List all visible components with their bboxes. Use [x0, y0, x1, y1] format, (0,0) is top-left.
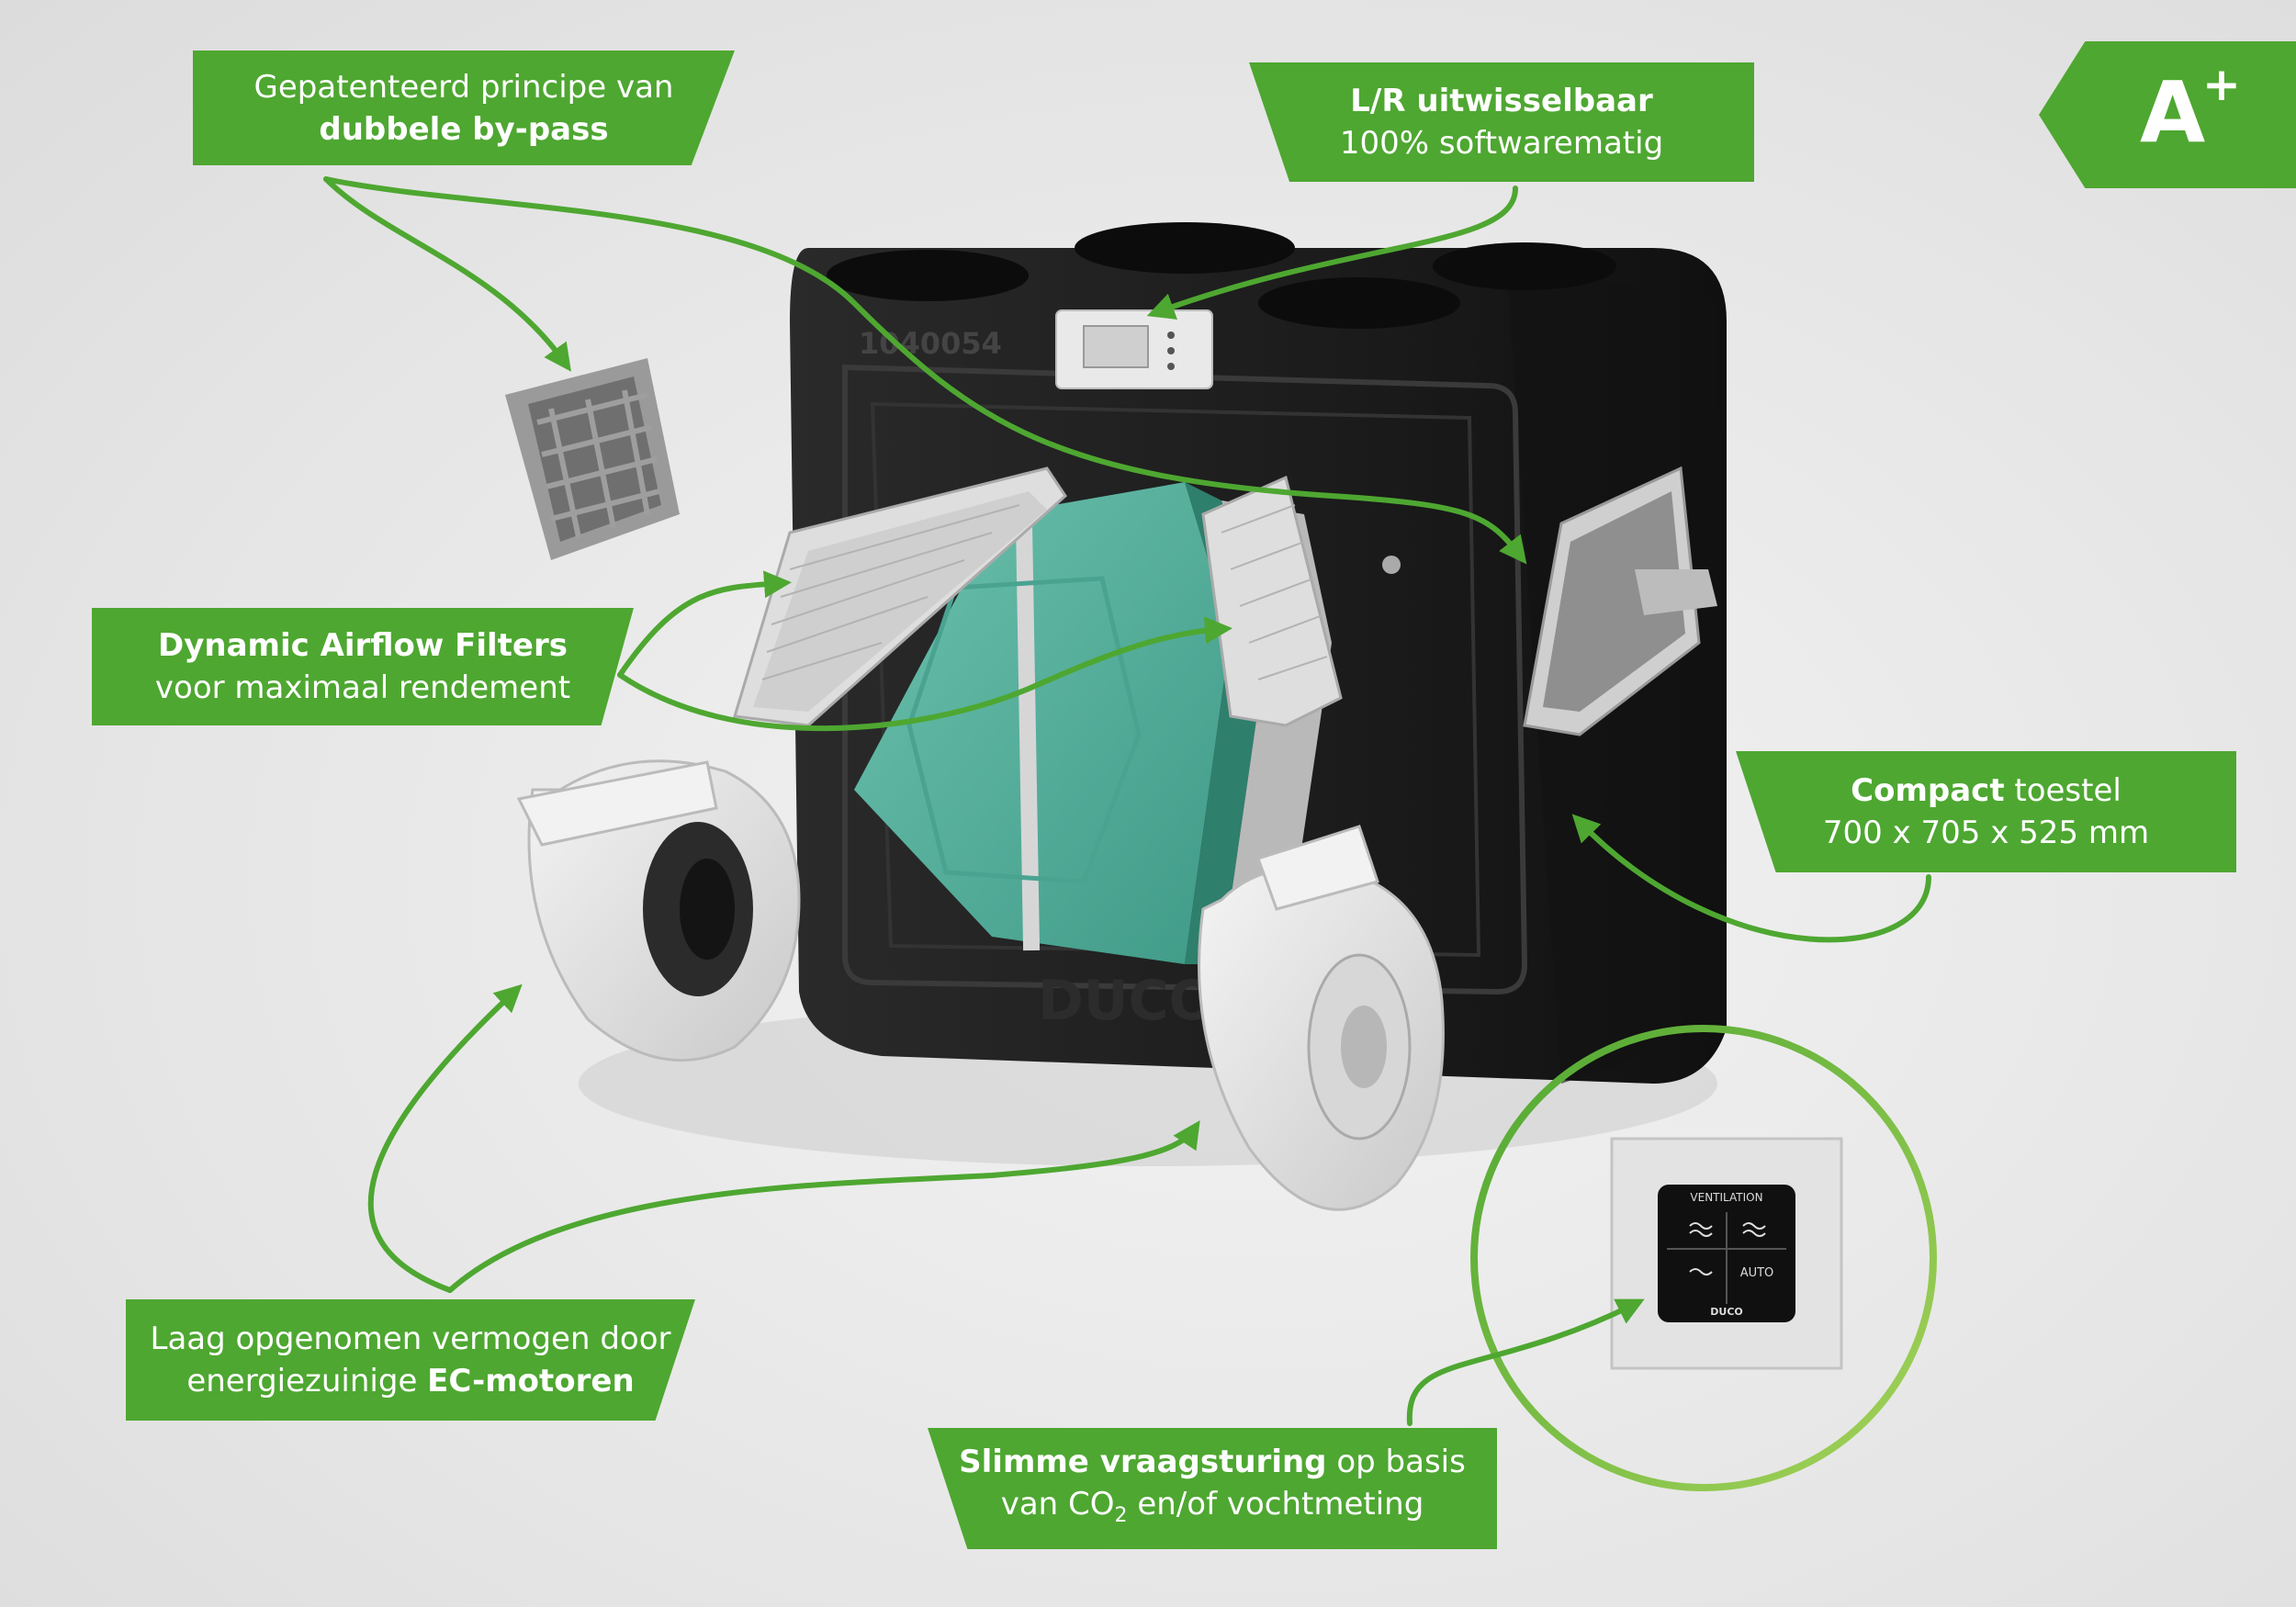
- arrow-bypass-filter: [323, 176, 571, 372]
- highlight-ring: [1470, 1025, 1937, 1491]
- callout-lr-line2: 100% softwarematig: [1339, 125, 1664, 162]
- control-auto-label: AUTO: [1740, 1266, 1774, 1280]
- callout-filters-line1: Dynamic Airflow Filters: [157, 627, 568, 664]
- callout-compact-rest: toestel: [2004, 772, 2122, 809]
- arrow-fan-left: [367, 983, 523, 1293]
- left-filter: [733, 466, 1067, 727]
- callout-motors-line1: Laag opgenomen vermogen door: [150, 1320, 671, 1357]
- right-filter: [1201, 475, 1343, 727]
- arrow-filter-left: [617, 570, 792, 678]
- unit-brand-logo: DUCO: [1038, 969, 1216, 1033]
- callout-bypass: Gepatenteerd principe van dubbele by-pas…: [193, 51, 735, 165]
- callout-compact-line2: 700 x 705 x 525 mm: [1822, 815, 2150, 851]
- arrow-lr-display: [1146, 185, 1518, 320]
- callout-control: Slimme vraagsturing op basis van CO2 en/…: [928, 1428, 1497, 1549]
- callout-control-bold: Slimme vraagsturing: [959, 1443, 1327, 1480]
- display-module: [1055, 309, 1213, 389]
- bypass-filter: [505, 358, 680, 560]
- callout-control-b: en/of vochtmeting: [1127, 1485, 1424, 1523]
- air-port-4: [1258, 277, 1460, 329]
- energy-label-badge: A +: [2039, 41, 2296, 188]
- control-panel-callout: VENTILATION AUTO DUCO: [1470, 1025, 1937, 1491]
- callout-filters: Dynamic Airflow Filters voor maximaal re…: [92, 608, 634, 725]
- fan-low-icon: [1689, 1268, 1713, 1275]
- energy-label-plus: +: [2202, 58, 2241, 111]
- callout-filters-line2: voor maximaal rendement: [154, 669, 571, 706]
- air-port-3: [1433, 242, 1616, 290]
- callout-control-sub: 2: [1114, 1503, 1128, 1527]
- air-port-2: [827, 250, 1029, 301]
- arrow-compact: [1571, 814, 1931, 943]
- callout-compact: Compact toestel 700 x 705 x 525 mm: [1736, 751, 2236, 872]
- right-fan: [1198, 825, 1445, 1211]
- fan-high-icon: [1689, 1222, 1713, 1237]
- callout-motors-prefix: energiezuinige: [186, 1363, 428, 1399]
- arrow-control: [1406, 1298, 1645, 1426]
- left-fan: [516, 759, 801, 1062]
- callout-control-a: van CO: [1000, 1485, 1115, 1523]
- air-port-1: [1075, 222, 1295, 274]
- callout-motors: Laag opgenomen vermogen door energiezuin…: [126, 1299, 695, 1421]
- callout-lr: L/R uitwisselbaar 100% softwarematig: [1249, 62, 1754, 182]
- callout-arrows: [323, 176, 1931, 1426]
- energy-label-letter: A: [2140, 63, 2206, 162]
- callout-bypass-line1: Gepatenteerd principe van: [253, 68, 674, 106]
- fan-medium-icon: [1742, 1222, 1766, 1237]
- arrow-filter-right: [617, 616, 1232, 732]
- control-brand: DUCO: [1710, 1306, 1743, 1318]
- screw-icon: [1382, 556, 1401, 574]
- arrow-fan-right: [447, 1120, 1200, 1293]
- callout-control-rest: op basis: [1326, 1443, 1466, 1480]
- callout-bypass-line2: dubbele by-pass: [319, 110, 609, 148]
- arrow-bypass-side: [323, 176, 1527, 565]
- side-bypass-panel: [1523, 466, 1717, 736]
- callout-motors-bold: EC-motoren: [427, 1363, 635, 1399]
- callout-compact-bold: Compact: [1851, 772, 2005, 809]
- callout-lr-line1: L/R uitwisselbaar: [1350, 83, 1653, 119]
- control-title: VENTILATION: [1690, 1191, 1762, 1204]
